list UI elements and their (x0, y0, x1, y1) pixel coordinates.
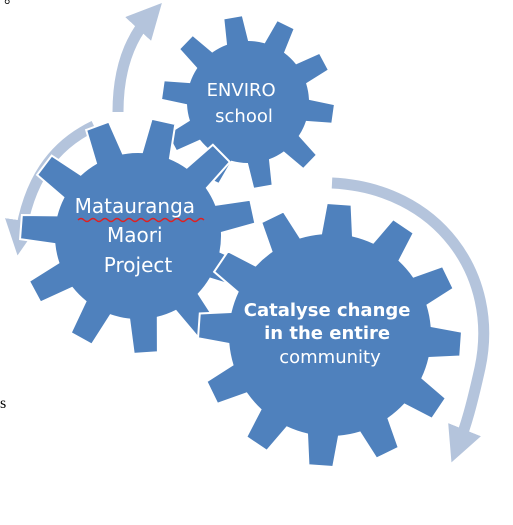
gear-right (196, 201, 464, 469)
gear-top-label-line: ENVIRO (207, 80, 276, 101)
gear-right-label-line: in the entire (264, 323, 390, 344)
gear-left-label-line: Project (104, 253, 173, 277)
gear-right-label-line: Catalyse change (244, 300, 411, 321)
gears-layer (18, 14, 464, 469)
arrow-top-left (112, 3, 162, 113)
gear-right-label: Catalyse change in the entire community (244, 300, 416, 368)
gear-left (18, 117, 257, 355)
stray-mark-top-left: ° (4, 0, 11, 14)
labels-layer: ENVIRO school Matauranga Maori Project C… (75, 80, 416, 368)
gear-left-label-line: Matauranga (75, 194, 195, 218)
stray-mark-left-edge: s (0, 395, 7, 412)
gear-top-label-line: school (215, 106, 273, 127)
gear-left-label: Matauranga Maori Project (75, 194, 202, 277)
gear-right-label-line: community (279, 347, 381, 368)
spell-check-underline (77, 217, 205, 223)
arrow-right (331, 177, 490, 463)
gear-top-label: ENVIRO school (207, 80, 282, 127)
gear-left-label-line: Maori (107, 223, 163, 247)
gear-top (159, 14, 337, 190)
